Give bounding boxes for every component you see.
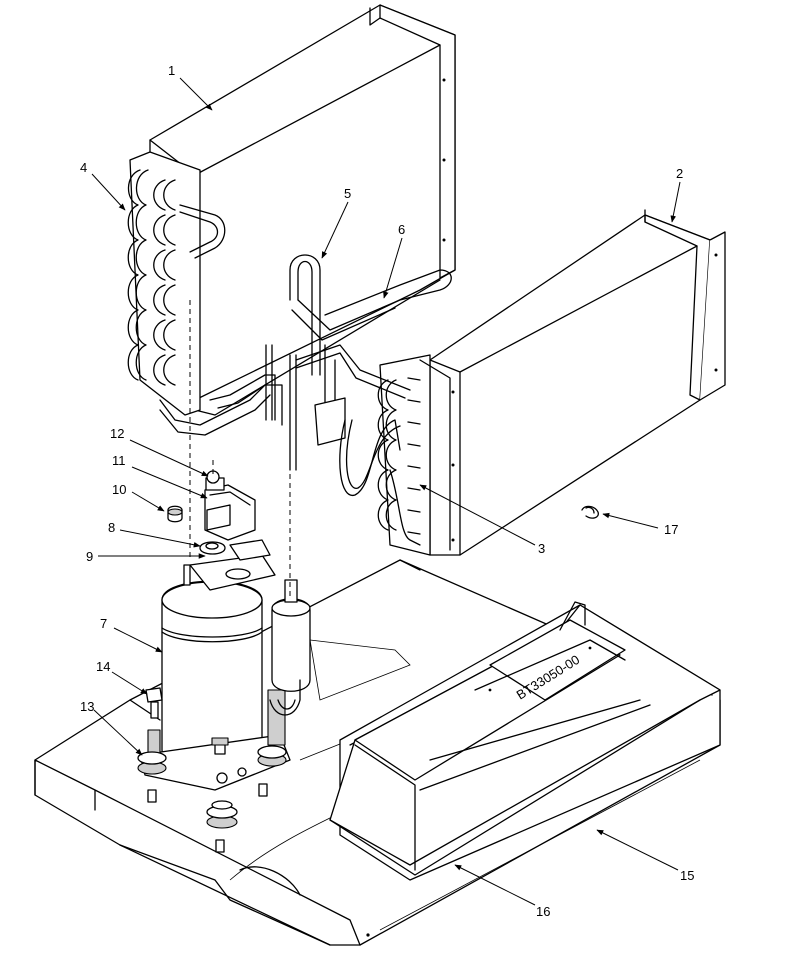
callout-10: 10 [112,482,126,497]
callout-2: 2 [676,166,683,181]
accumulator [269,579,311,716]
callout-5: 5 [344,186,351,201]
mounting-bolt [145,687,163,719]
alignment-lines [189,300,291,600]
evaporator-coil [129,4,456,416]
callout-14: 14 [96,659,110,674]
mounting-grommets [137,745,287,853]
callout-8: 8 [108,520,115,535]
callout-leaders [91,77,681,906]
callout-17: 17 [664,522,678,537]
callout-11: 11 [112,453,126,468]
callout-9: 9 [86,549,93,564]
retaining-clip [581,505,599,519]
callout-labels: 1 2 3 4 5 6 7 8 9 10 11 12 13 14 15 16 1… [80,63,694,919]
compressor [139,554,291,791]
callout-1: 1 [168,63,175,78]
condenser-hairpin-tubes [339,377,421,546]
condenser-coil [379,209,726,556]
callout-13: 13 [80,699,94,714]
condensate-tray [329,601,721,876]
callout-16: 16 [536,904,550,919]
callout-15: 15 [680,868,694,883]
callout-7: 7 [100,616,107,631]
callout-3: 3 [538,541,545,556]
callout-4: 4 [80,160,87,175]
terminal-parts [167,470,271,561]
callout-12: 12 [110,426,124,441]
evaporator-hairpin-tubes [127,169,283,436]
discharge-tube-assembly [289,254,452,471]
callout-6: 6 [398,222,405,237]
